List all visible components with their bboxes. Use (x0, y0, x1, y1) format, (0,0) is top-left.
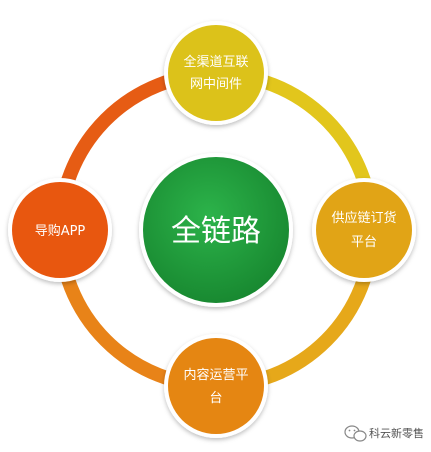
node-right: 供应链订货 平台 (312, 178, 416, 282)
watermark: 科云新零售 (344, 425, 424, 442)
node-bottom-line-2: 台 (209, 391, 222, 406)
center-label: 全链路 (171, 214, 261, 249)
node-top-line-1: 全渠道互联 (183, 54, 248, 70)
wechat-icon (344, 425, 367, 442)
node-left: 导购APP (8, 178, 112, 282)
node-top: 全渠道互联 网中间件 (164, 21, 268, 125)
node-bottom-line-1: 内容运营平 (183, 367, 248, 383)
node-top-line-2: 网中间件 (190, 77, 242, 92)
node-right-line-2: 平台 (351, 235, 377, 250)
watermark-text: 科云新零售 (369, 426, 424, 440)
center-node: 全链路 (139, 153, 293, 307)
node-right-line-1: 供应链订货 (331, 210, 396, 226)
node-left-line-1: 导购APP (35, 223, 86, 239)
node-bottom: 内容运营平 台 (164, 334, 268, 438)
